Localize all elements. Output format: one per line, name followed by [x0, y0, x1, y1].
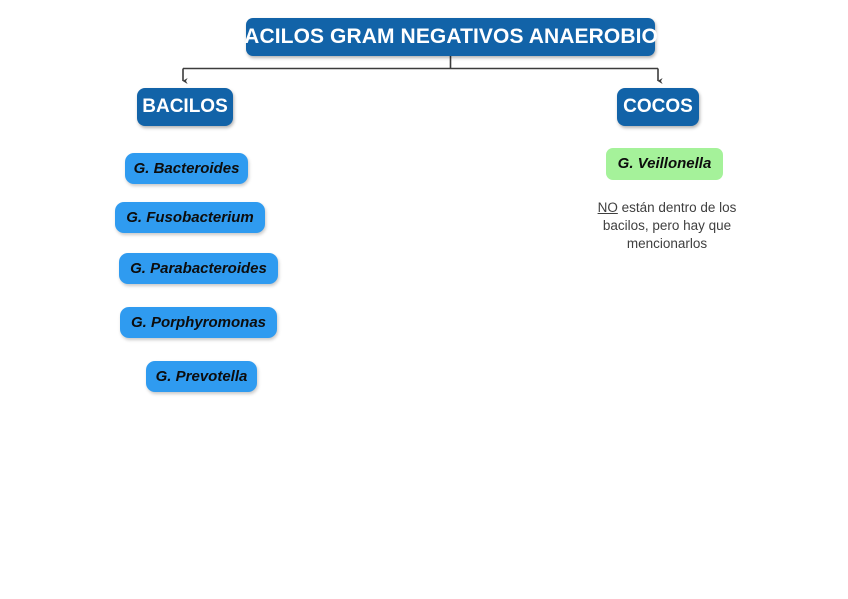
genus-label: G. Fusobacterium: [126, 208, 254, 226]
cocos-note-text: están dentro de los bacilos, pero hay qu…: [602, 200, 737, 251]
cocos-note-emphasis: NO: [597, 200, 618, 215]
category-label-cocos: COCOS: [623, 96, 693, 118]
genus-node-parabacteroides: G. Parabacteroides: [119, 253, 278, 284]
genus-node-veillonella: G. Veillonella: [606, 148, 723, 180]
genus-node-prevotella: G. Prevotella: [146, 361, 257, 392]
genus-label: G. Parabacteroides: [130, 259, 267, 277]
category-node-cocos: COCOS: [617, 88, 699, 126]
genus-label: G. Veillonella: [617, 155, 712, 173]
category-node-bacilos: BACILOS: [137, 88, 233, 126]
genus-label: G. Bacteroides: [133, 159, 240, 177]
cocos-note: NO están dentro de los bacilos, pero hay…: [578, 199, 756, 252]
genus-node-bacteroides: G. Bacteroides: [125, 153, 248, 184]
diagram-title-label: BACILOS GRAM NEGATIVOS ANAEROBIOS: [228, 24, 673, 48]
genus-label: G. Porphyromonas: [130, 313, 267, 331]
diagram-title-node: BACILOS GRAM NEGATIVOS ANAEROBIOS: [229, 18, 672, 56]
category-label-bacilos: BACILOS: [142, 96, 228, 118]
genus-node-fusobacterium: G. Fusobacterium: [115, 202, 265, 233]
genus-node-porphyromonas: G. Porphyromonas: [120, 307, 277, 338]
genus-label: G. Prevotella: [155, 367, 248, 385]
